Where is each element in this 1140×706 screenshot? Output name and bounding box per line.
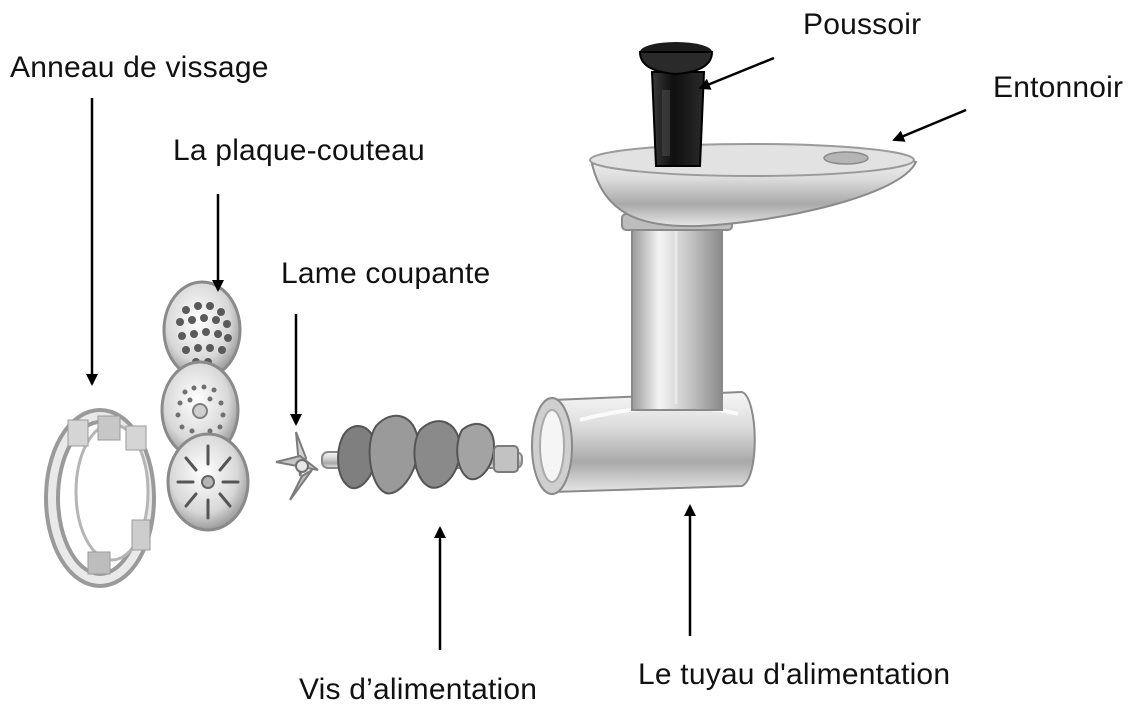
cutting-blade-part <box>275 431 319 501</box>
label-cutting-blade: Lame coupante <box>281 257 491 290</box>
label-feed-screw: Vis d’alimentation <box>299 673 538 706</box>
knife-plates-part <box>160 280 250 532</box>
label-knife-plate: La plaque-couteau <box>173 134 425 167</box>
feed-screw-part <box>321 414 523 495</box>
arrow-icon <box>698 56 775 90</box>
label-screw-ring: Anneau de vissage <box>10 51 269 84</box>
label-pusher: Poussoir <box>803 8 922 41</box>
screw-ring-part <box>44 408 156 588</box>
label-feed-tube: Le tuyau d'alimentation <box>638 658 951 691</box>
label-hopper: Entonnoir <box>993 71 1124 104</box>
grinder-body-part <box>531 42 918 495</box>
arrow-icon <box>892 108 967 142</box>
